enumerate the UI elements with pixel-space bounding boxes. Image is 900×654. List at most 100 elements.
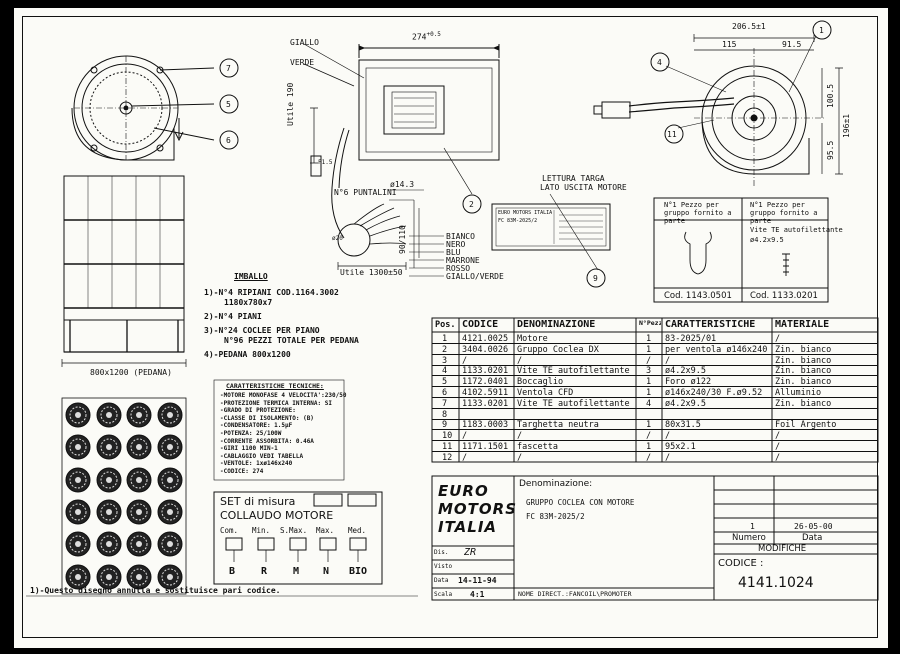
pieces-box xyxy=(653,197,829,303)
bom-cell: Vite TE autofilettante xyxy=(517,398,630,409)
bom-row-line xyxy=(432,418,878,420)
dim-91: 91.5 xyxy=(782,40,802,49)
balloon-7 xyxy=(219,58,239,78)
lato-uscita: LATO USCITA MOTORE xyxy=(540,183,627,192)
coclea-icon xyxy=(65,531,91,557)
bom-cell: Foro ø122 xyxy=(665,377,712,388)
rev-num: 1 xyxy=(750,522,755,531)
balloon-1 xyxy=(812,20,832,40)
tech-title: CARATTERISTICHE TECNICHE: xyxy=(226,382,324,390)
drawing-sheet: 274+0.5 GIALLO VERDE Utile 190 F1.5 N°6 … xyxy=(14,8,888,648)
bom-cell: Foil Argento xyxy=(775,420,837,431)
imballo-line-3: 2)-N°4 PIANI xyxy=(204,312,262,321)
data-label: Data xyxy=(434,577,449,584)
logo-italia: ITALIA xyxy=(438,518,498,536)
pezzi-cod-1: Cod. 1143.0501 xyxy=(664,291,732,301)
bom-cell: Boccaglio xyxy=(517,377,564,388)
balloon-11 xyxy=(664,124,684,144)
coclea-icon xyxy=(126,402,152,428)
balloon-4-label: 4 xyxy=(657,58,662,67)
puntalini-label: N°6 PUNTALINI xyxy=(334,188,397,197)
col-med: Med. xyxy=(348,526,367,535)
coclea-icon xyxy=(157,402,182,428)
bom-cell: 4121.0025 xyxy=(462,334,509,344)
title-block-grid xyxy=(431,475,879,601)
imballo-line-4: 3)-N°24 COCLEE PER PIANO xyxy=(204,326,320,335)
bom-cell: / xyxy=(517,452,523,463)
bom-cell: 1 xyxy=(646,442,652,452)
modifiche-label: MODIFICHE xyxy=(758,544,807,554)
bom-table: Pos.CODICEDENOMINAZIONEN°PezziCARATTERIS… xyxy=(432,318,878,463)
imballo-line-5: N°96 PEZZI TOTALE PER PEDANA xyxy=(224,336,359,345)
bom-header-cell: MATERIALE xyxy=(775,320,830,330)
codice-label: CODICE : xyxy=(718,558,764,569)
bom-cell: / xyxy=(517,431,523,442)
bom-header-cell: Pos. xyxy=(435,320,456,330)
bom-cell: / xyxy=(665,452,671,463)
coclea-grid xyxy=(62,398,186,594)
footnote: 1)-Questo disegno annulla e sostituisce … xyxy=(30,586,281,595)
pezzi-cod-2: Cod. 1133.0201 xyxy=(750,291,818,301)
imballo-line-6: 4)-PEDANA 800x1200 xyxy=(204,350,291,359)
bom-cell: 1 xyxy=(646,420,652,431)
bom-row-line xyxy=(432,397,878,398)
bom-cell: 1 xyxy=(646,388,652,398)
den-line-2: FC 83M-2025/2 xyxy=(526,512,585,521)
bom-row-line xyxy=(432,364,878,366)
bom-cell: ø4.2x9.5 xyxy=(665,366,706,377)
coclea-icon xyxy=(96,564,121,589)
visto-label: Visto xyxy=(434,563,453,570)
collaudo-title: COLLAUDO MOTORE xyxy=(220,509,334,522)
bom-row-line xyxy=(432,440,878,442)
bom-cell: / xyxy=(462,355,468,366)
balloon-4 xyxy=(650,52,670,72)
coclea-icon xyxy=(96,499,121,525)
coclea-icon xyxy=(126,467,152,493)
bom-cell: / xyxy=(646,452,652,463)
tech-line: -CLASSE DI ISOLAMENTO: (B) xyxy=(220,414,314,422)
bom-cell: / xyxy=(775,442,781,452)
bom-cell: Motore xyxy=(517,334,548,344)
wire-giallo: GIALLO xyxy=(290,38,319,47)
bom-row-line xyxy=(432,386,878,388)
bom-cell: 95x2.1 xyxy=(665,442,696,452)
motor-side-view xyxy=(303,43,500,239)
balloon-2-label: 2 xyxy=(469,200,474,209)
col-max: Max. xyxy=(316,526,335,535)
balloon-7-label: 7 xyxy=(226,64,231,73)
bom-cell: 12 xyxy=(442,452,453,463)
bom-cell: 8 xyxy=(442,409,448,420)
balloon-5-label: 5 xyxy=(226,100,231,109)
tech-line: -POTENZA: 25/100W xyxy=(220,430,282,437)
bom-cell: 1 xyxy=(646,344,652,355)
bom-cell: / xyxy=(775,334,781,344)
coclea-icon xyxy=(65,499,91,525)
bom-grid xyxy=(431,317,879,463)
balloon-6-label: 6 xyxy=(226,136,231,145)
set-misura-box xyxy=(213,491,383,585)
bom-cell: Zin. bianco xyxy=(775,398,832,409)
wire-giallo-verde: GIALLO/VERDE xyxy=(446,272,504,281)
wire-blu: BLU xyxy=(446,248,461,257)
coclea-icon xyxy=(96,467,121,493)
dis-label: Dis. xyxy=(434,549,449,556)
nameplate-drawing xyxy=(491,193,611,271)
bom-cell: 5 xyxy=(442,377,448,388)
pallet-stack xyxy=(61,175,187,367)
bom-row-line xyxy=(432,343,878,344)
assembly-front-view xyxy=(593,34,843,188)
balloon-1-label: 1 xyxy=(819,26,824,35)
set-misura-title: SET di misura xyxy=(220,495,296,508)
tech-line: -GIRI 1100 MIN-1 xyxy=(220,445,278,453)
balloon-11-label: 11 xyxy=(667,130,677,139)
pezzi-header-1: N°1 Pezzo per gruppo fornito a parte xyxy=(664,201,732,225)
coclea-icon xyxy=(96,531,121,557)
data-label-rev: Data xyxy=(802,533,823,543)
bom-cell: 80x31.5 xyxy=(665,420,701,431)
logo-euro: EURO xyxy=(438,482,489,500)
technical-drawing xyxy=(26,20,879,601)
codice-value: 4141.1024 xyxy=(738,575,814,591)
balloon-2 xyxy=(462,194,482,214)
tech-line: -CODICE: 274 xyxy=(220,468,264,475)
coclea-icon xyxy=(157,499,182,525)
